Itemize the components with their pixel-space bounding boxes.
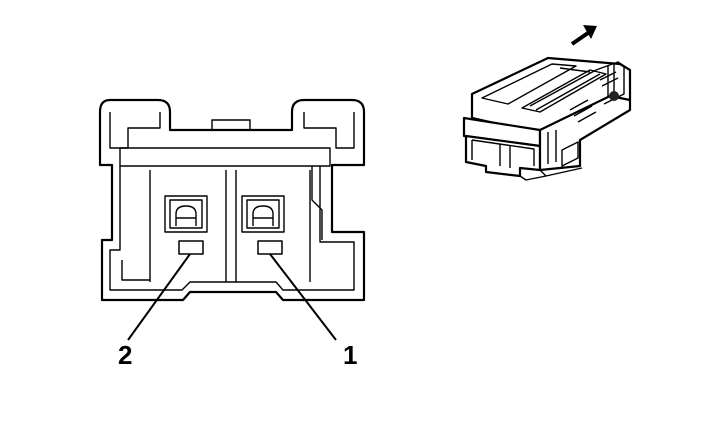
iso-front-inner <box>471 139 535 168</box>
iso-side-detail <box>547 130 579 167</box>
iso-rail-right <box>521 69 607 113</box>
iso-bottom-edge <box>519 167 583 181</box>
connector-housing <box>98 98 366 302</box>
terminal-1-contact <box>257 240 283 255</box>
terminal-1 <box>241 195 285 255</box>
iso-latch-hole <box>609 91 619 101</box>
terminal-2 <box>164 195 208 255</box>
callout-label-1: 1 <box>343 340 357 370</box>
leader-line-2 <box>127 253 191 341</box>
top-center-tab <box>211 119 251 130</box>
iso-rail-inner <box>529 67 601 111</box>
iso-rail-left <box>481 63 577 105</box>
connector-isometric-view <box>462 25 632 181</box>
left-latch-ear <box>109 112 161 149</box>
center-divider <box>225 170 237 282</box>
right-step <box>311 166 323 240</box>
iso-hatching <box>569 71 619 123</box>
terminal-2-contact <box>178 240 204 255</box>
leader-line-1 <box>269 253 337 341</box>
connector-face-view: 2 1 <box>98 98 366 370</box>
callout-label-2: 2 <box>118 340 132 370</box>
cavity-frame <box>109 166 355 291</box>
top-band <box>119 147 331 167</box>
arrow-up-right-icon <box>570 25 597 46</box>
cavity-floor <box>121 260 150 281</box>
right-latch-ear <box>303 112 355 149</box>
